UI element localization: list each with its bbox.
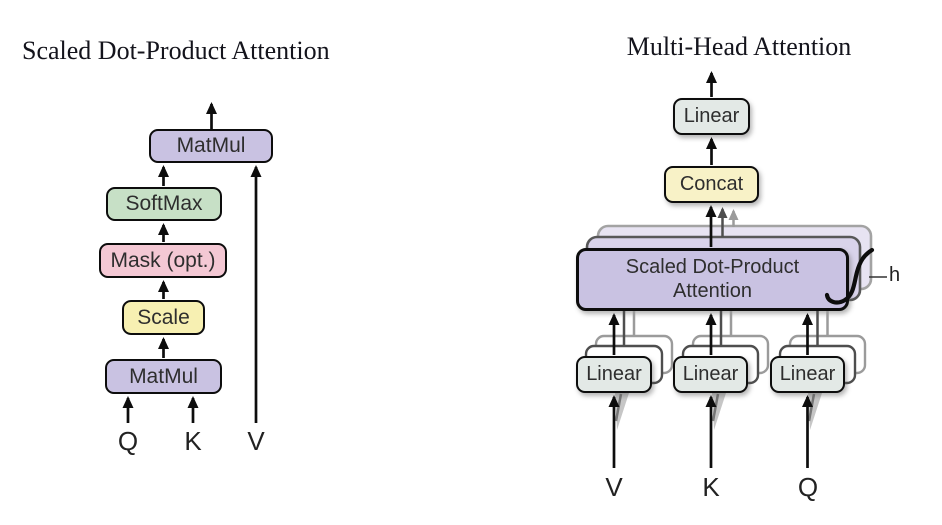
linear-q-arrow-smudge: [807, 393, 822, 430]
linear-v-arrow-smudge: [614, 393, 629, 430]
scale-box: Scale: [122, 300, 205, 335]
linear-k-box: Linear: [673, 356, 748, 393]
mask-box: Mask (opt.): [99, 243, 227, 278]
softmax-box: SoftMax: [106, 187, 222, 221]
right-input-k-label: K: [702, 472, 720, 502]
left-input-v-label: V: [247, 426, 265, 456]
linear-v-box: Linear: [576, 356, 652, 393]
linear-output-box: Linear: [673, 98, 750, 135]
scaled-dot-product-attention-box: Scaled Dot-Product Attention: [576, 248, 849, 311]
attention-box-line1: Scaled Dot-Product: [625, 255, 800, 278]
right-input-q-label: Q: [797, 472, 819, 502]
stack-connector-lines: [622, 311, 829, 345]
head-count-label: h: [889, 264, 901, 286]
left-input-k-label: K: [184, 426, 202, 456]
linear-k-arrow-smudge: [711, 393, 726, 430]
right-input-v-label: V: [605, 472, 623, 502]
linear-q-box: Linear: [770, 356, 845, 393]
attention-box-line2: Attention: [673, 279, 752, 302]
left-diagram-title: Scaled Dot-Product Attention: [22, 36, 330, 65]
concat-box: Concat: [664, 166, 759, 203]
left-input-q-label: Q: [117, 426, 139, 456]
matmul-top-box: MatMul: [149, 129, 273, 163]
right-diagram-title: Multi-Head Attention: [626, 32, 852, 61]
matmul-bottom-box: MatMul: [105, 359, 222, 394]
